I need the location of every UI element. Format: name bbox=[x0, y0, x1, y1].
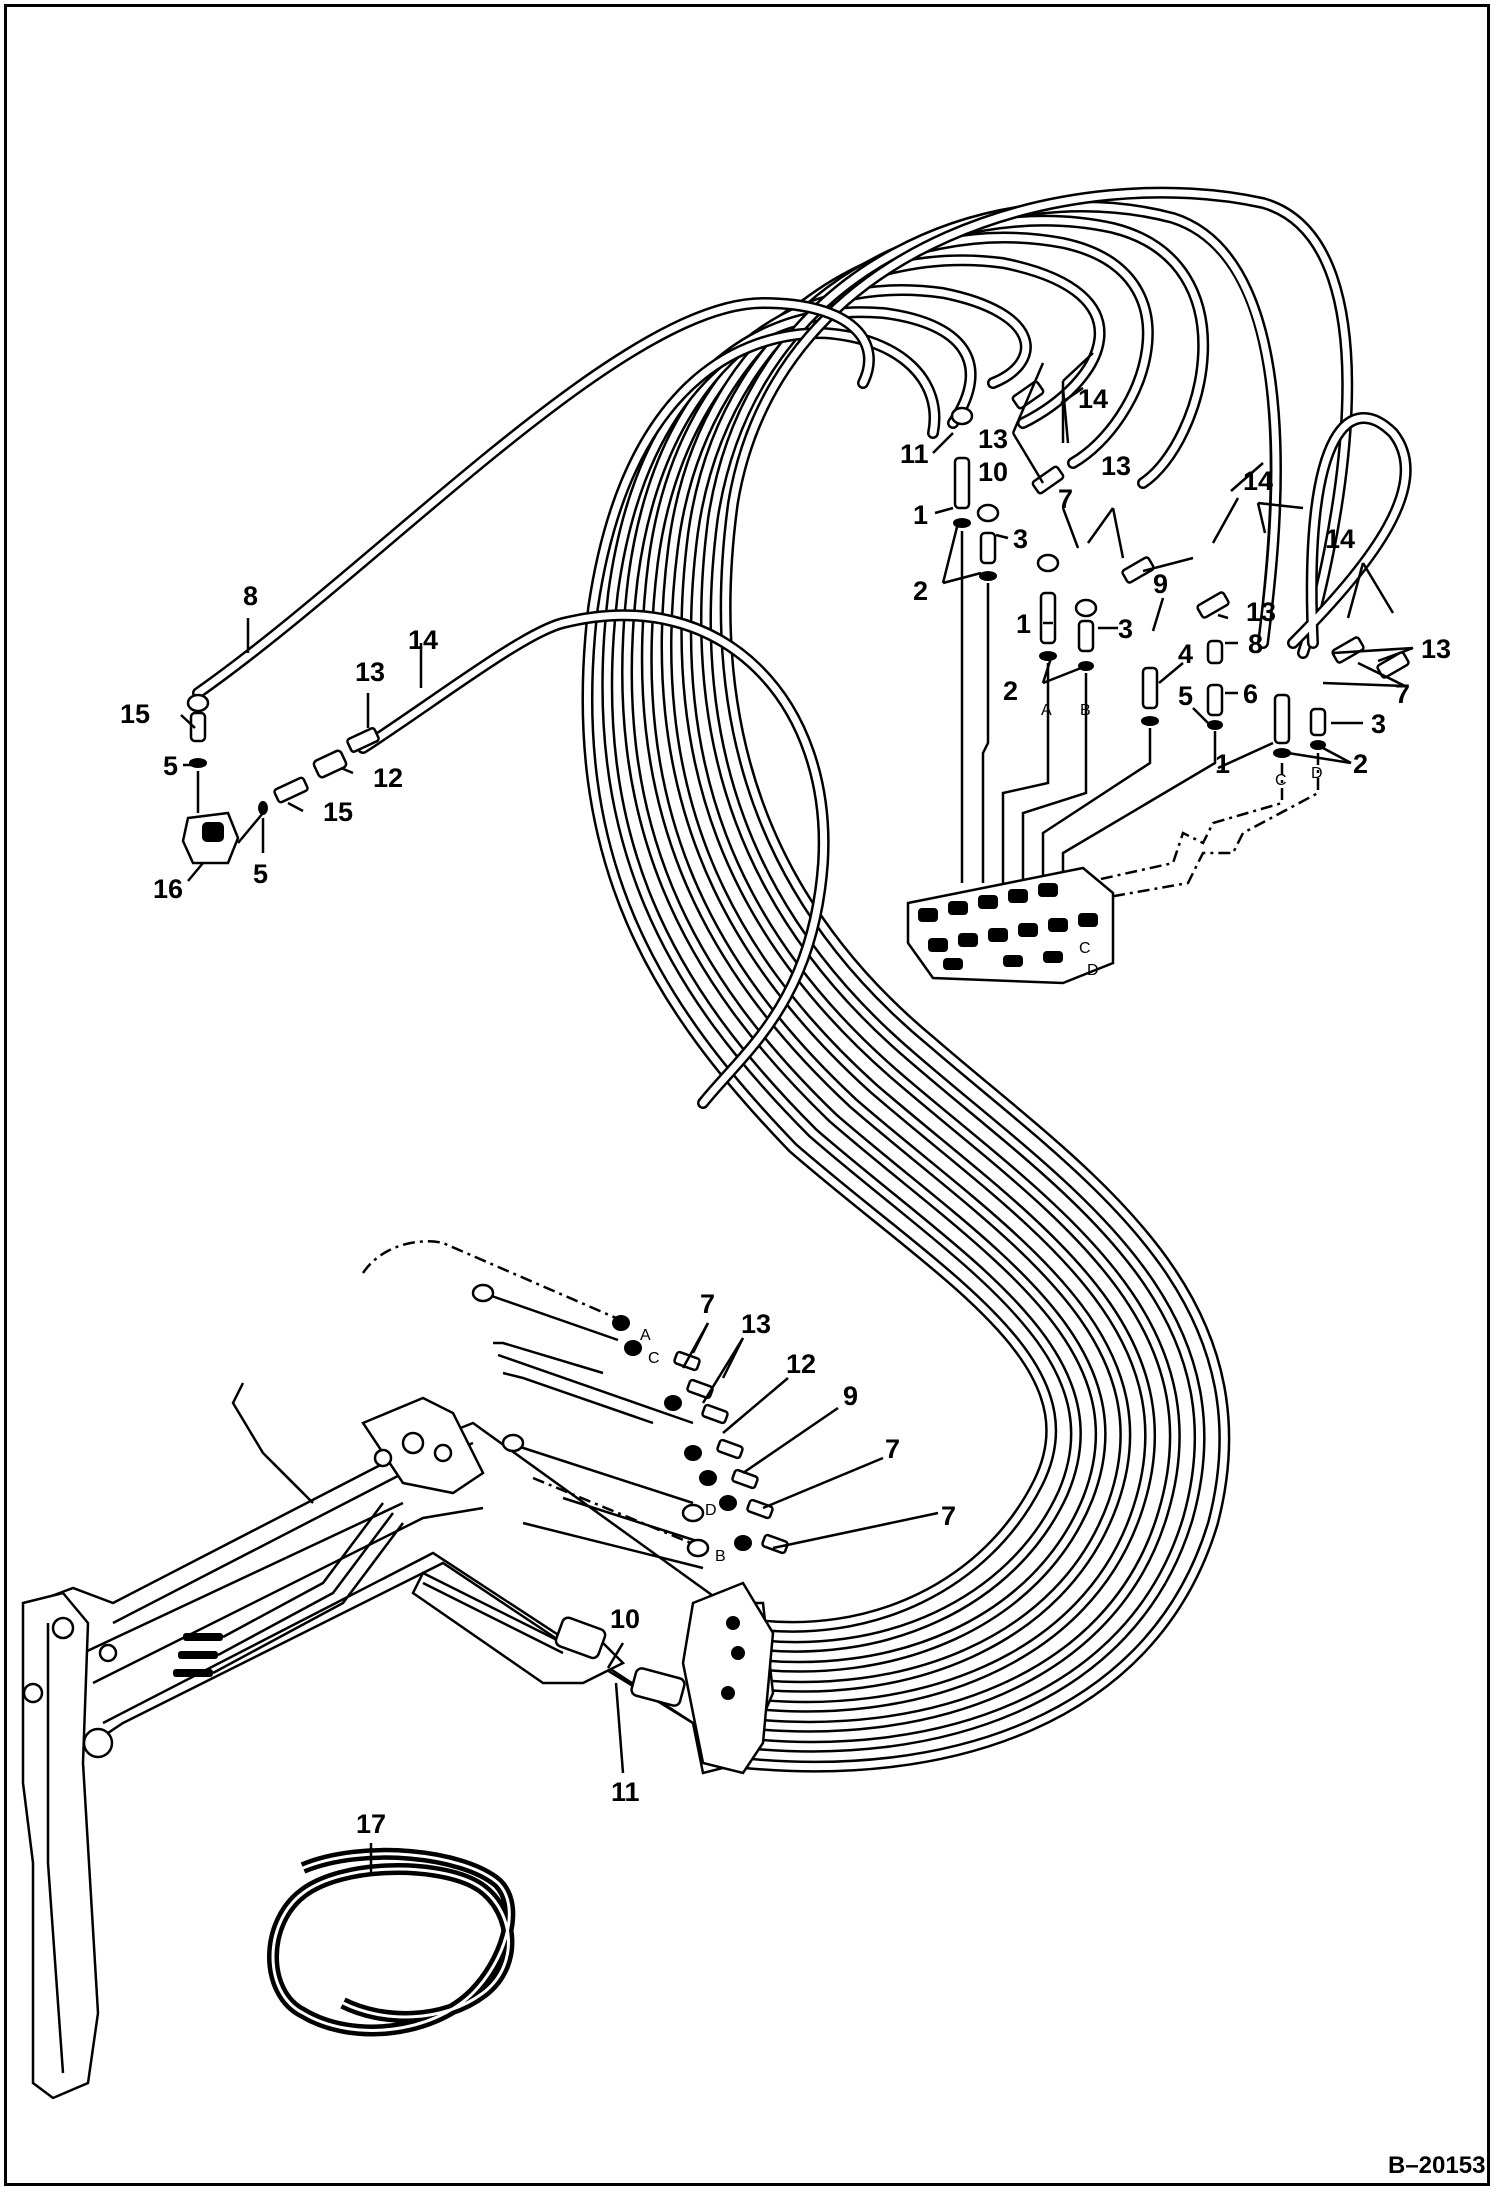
callout-16: 16 bbox=[153, 874, 183, 904]
callout-9a: 9 bbox=[1153, 569, 1168, 599]
callout-12b: 12 bbox=[786, 1349, 816, 1379]
port-lines bbox=[960, 531, 1320, 900]
port-label-c-valve: C bbox=[1275, 772, 1287, 789]
callout-10a: 10 bbox=[978, 457, 1008, 487]
callout-1b: 1 bbox=[1016, 609, 1031, 639]
diagram-frame: C D bbox=[4, 4, 1490, 2186]
hose-bundle bbox=[192, 186, 1412, 1773]
port-label-d-block: D bbox=[1087, 962, 1099, 979]
port-label-d-valve: D bbox=[1311, 765, 1323, 782]
callout-13f: 13 bbox=[741, 1309, 771, 1339]
callout-14a: 14 bbox=[408, 625, 438, 655]
callout-5a: 5 bbox=[163, 751, 178, 781]
callout-14c: 14 bbox=[1243, 466, 1273, 496]
port-label-a-boom: A bbox=[640, 1327, 651, 1344]
callout-8a: 8 bbox=[243, 581, 258, 611]
callout-11b: 11 bbox=[611, 1777, 640, 1807]
callout-13b: 13 bbox=[978, 424, 1008, 454]
callout-8b: 8 bbox=[1248, 629, 1263, 659]
callout-17: 17 bbox=[356, 1809, 386, 1839]
callout-1a: 1 bbox=[913, 500, 928, 530]
port-label-b-boom: B bbox=[715, 1548, 726, 1565]
callout-12a: 12 bbox=[373, 763, 403, 793]
callout-14d: 14 bbox=[1325, 524, 1355, 554]
leader-lines bbox=[180, 352, 1414, 1873]
callout-7b: 7 bbox=[1395, 679, 1410, 709]
callout-13e: 13 bbox=[1421, 634, 1451, 664]
callout-13a: 13 bbox=[355, 657, 385, 687]
valve-fittings bbox=[950, 380, 1410, 758]
port-label-c-block: C bbox=[1079, 940, 1091, 957]
part-16-assembly bbox=[181, 693, 380, 865]
callout-7a: 7 bbox=[1058, 484, 1073, 514]
callout-5b: 5 bbox=[253, 859, 268, 889]
callout-13c: 13 bbox=[1101, 451, 1131, 481]
callout-13d: 13 bbox=[1246, 597, 1276, 627]
callout-4: 4 bbox=[1178, 639, 1193, 669]
callout-15b: 15 bbox=[323, 797, 353, 827]
hydraulic-hose-diagram: C D bbox=[21, 186, 1485, 2179]
callout-7e: 7 bbox=[941, 1501, 956, 1531]
callout-10b: 10 bbox=[610, 1604, 640, 1634]
port-label-d-boom: D bbox=[705, 1502, 717, 1519]
callout-6: 6 bbox=[1243, 679, 1258, 709]
callout-2b: 2 bbox=[1003, 676, 1018, 706]
callout-3b: 3 bbox=[1118, 614, 1133, 644]
callout-9b: 9 bbox=[843, 1381, 858, 1411]
callout-1c: 1 bbox=[1215, 749, 1230, 779]
port-label-a-valve: A bbox=[1041, 702, 1052, 719]
callout-3a: 3 bbox=[1013, 524, 1028, 554]
callouts: 8 14 13 15 5 12 15 5 16 11 13 10 14 1 3 … bbox=[120, 384, 1485, 2179]
boom-arm bbox=[21, 1382, 775, 2100]
callout-14b: 14 bbox=[1078, 384, 1108, 414]
callout-7c: 7 bbox=[700, 1289, 715, 1319]
callout-11a: 11 bbox=[900, 439, 929, 469]
callout-7d: 7 bbox=[885, 1434, 900, 1464]
callout-2c: 2 bbox=[1353, 749, 1368, 779]
callout-3c: 3 bbox=[1371, 709, 1386, 739]
control-valve-block: C D bbox=[906, 866, 1115, 985]
port-label-b-valve: B bbox=[1080, 702, 1091, 719]
callout-2a: 2 bbox=[913, 576, 928, 606]
boom-hoses: A C D B bbox=[361, 1240, 789, 1570]
figure-code: B–20153 bbox=[1388, 2152, 1485, 2179]
callout-15a: 15 bbox=[120, 699, 150, 729]
callout-5c: 5 bbox=[1178, 681, 1193, 711]
port-label-c-boom: C bbox=[648, 1350, 660, 1367]
hose-coil-17 bbox=[267, 1847, 516, 2037]
